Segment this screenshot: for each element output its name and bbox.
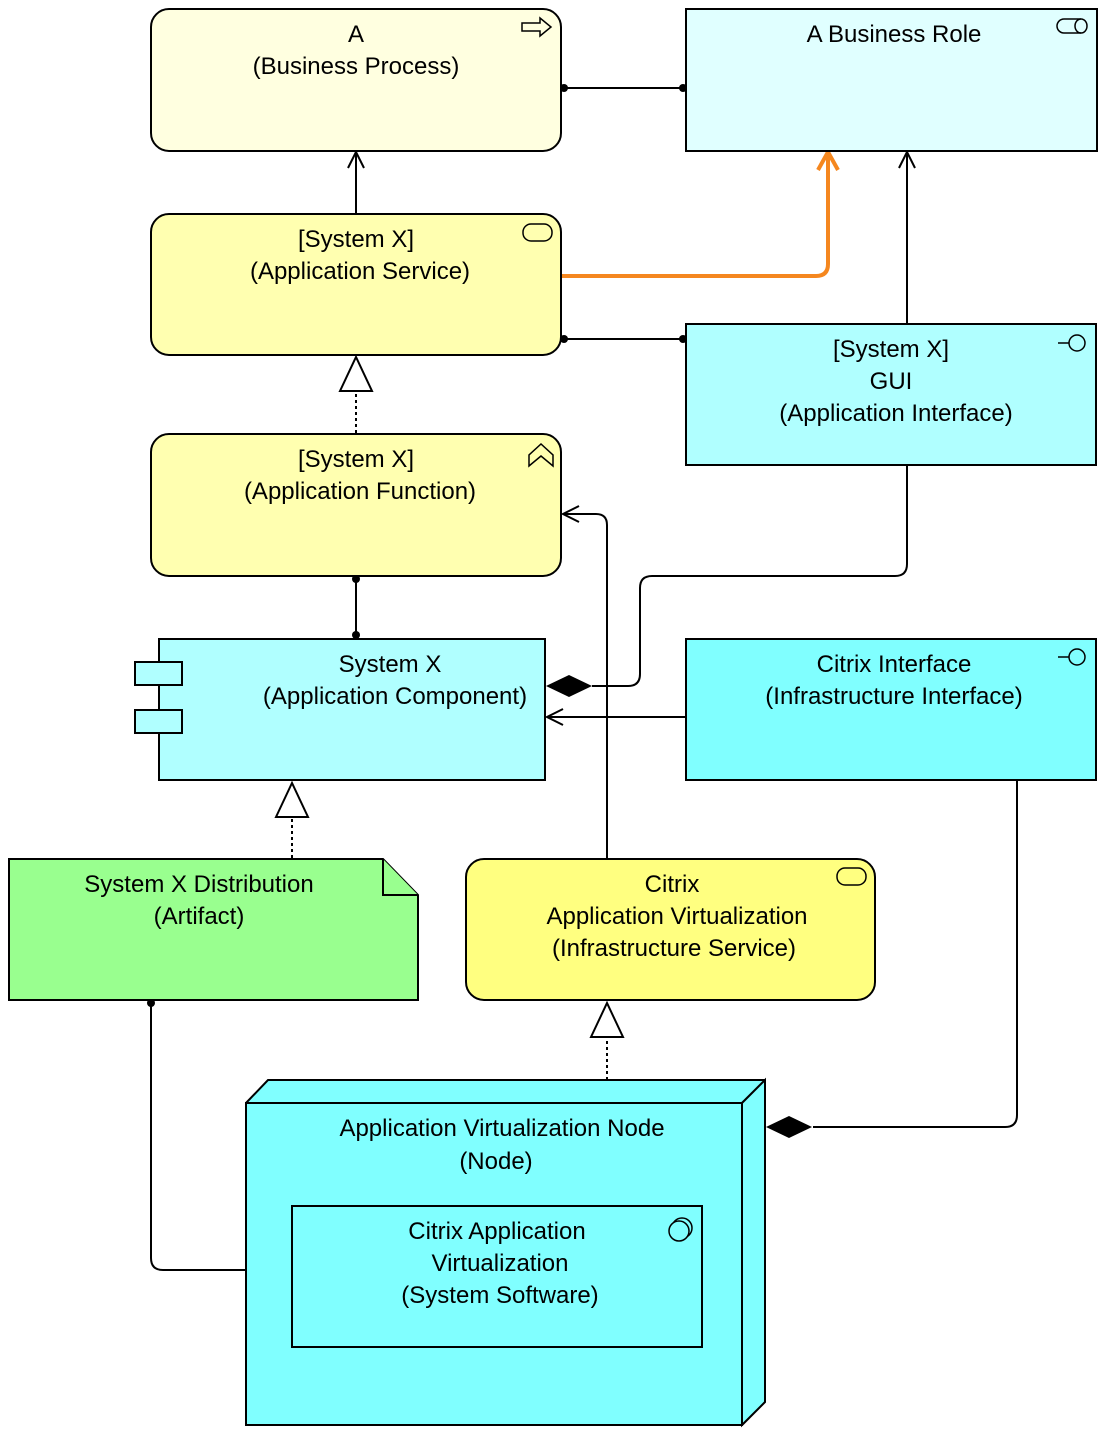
artifact-fold-icon (382, 859, 418, 896)
element-title: Citrix Interface (817, 651, 972, 678)
connections (147, 84, 1018, 1274)
application-interface-element[interactable]: [System X] GUI (Application Interface) (685, 323, 1097, 466)
business-role-element[interactable]: A Business Role (685, 8, 1098, 152)
element-title: A Business Role (807, 21, 982, 48)
element-title: [System X] (833, 336, 949, 363)
element-type: (Infrastructure Service) (552, 935, 796, 962)
application-component-element[interactable]: System X (Application Component) (134, 638, 546, 781)
element-type: (Application Service) (250, 258, 470, 285)
service-pill-icon (836, 867, 867, 886)
service-pill-icon (522, 223, 553, 242)
serving-service-to-role-highlighted[interactable] (562, 150, 840, 278)
application-service-element[interactable]: [System X] (Application Service) (150, 213, 562, 356)
composition-gui-component[interactable] (592, 466, 908, 687)
element-title: A (348, 21, 364, 48)
composition-infrainterface-node[interactable] (813, 781, 1018, 1128)
business-process-element[interactable]: A (Business Process) (150, 8, 562, 152)
function-chevron-icon (528, 442, 554, 468)
element-subtitle: Application Virtualization (546, 903, 807, 930)
element-title: Citrix (645, 871, 700, 898)
composition-diamond-node (766, 1116, 812, 1138)
interface-lollipop-icon (1058, 334, 1086, 352)
role-cylinder-icon (1056, 18, 1088, 34)
element-type: (Node) (459, 1148, 532, 1175)
assignment-artifact-systemsoftware[interactable] (147, 999, 294, 1274)
system-software-icon (668, 1217, 693, 1242)
element-type: (Business Process) (253, 53, 460, 80)
element-title: [System X] (298, 446, 414, 473)
element-type: (Infrastructure Interface) (765, 683, 1022, 710)
component-icon (134, 661, 183, 734)
element-type: (System Software) (401, 1282, 598, 1309)
interface-lollipop-icon (1058, 648, 1086, 666)
element-type: (Application Component) (263, 683, 527, 710)
element-title: System X (339, 651, 442, 678)
application-function-element[interactable]: [System X] (Application Function) (150, 433, 562, 577)
element-type: (Application Function) (244, 478, 476, 505)
composition-diamond (546, 675, 592, 697)
infrastructure-interface-element[interactable]: Citrix Interface (Infrastructure Interfa… (685, 638, 1097, 781)
element-subtitle: GUI (870, 368, 913, 395)
element-type: (Application Interface) (779, 400, 1012, 427)
artifact-element[interactable]: System X Distribution (Artifact) (8, 858, 419, 1001)
element-title: System X Distribution (84, 871, 313, 898)
process-arrow-icon (521, 16, 553, 38)
serving-infraservice-to-function[interactable] (563, 514, 608, 858)
system-software-element[interactable]: Citrix Application Virtualization (Syste… (291, 1205, 703, 1348)
element-type: (Artifact) (154, 903, 245, 930)
infrastructure-service-element[interactable]: Citrix Application Virtualization (Infra… (465, 858, 876, 1001)
element-title: [System X] (298, 226, 414, 253)
element-title: Citrix Application (408, 1218, 585, 1245)
element-title: Application Virtualization Node (339, 1115, 664, 1142)
element-subtitle: Virtualization (432, 1250, 569, 1277)
